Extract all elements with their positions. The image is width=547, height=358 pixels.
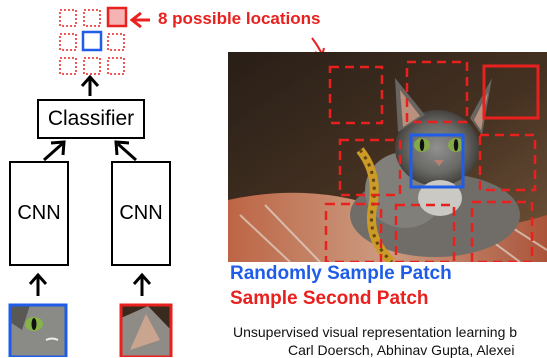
caption-sample-second-patch: Sample Second Patch: [230, 288, 429, 309]
cat-photo: [228, 52, 547, 262]
grid-cell-6: [107, 33, 125, 51]
grid-cell-1: [59, 9, 77, 27]
grid-cell-4: [59, 33, 77, 51]
cnn-box-right: [111, 161, 171, 266]
input-patch-right: [119, 303, 173, 357]
grid-cell-7: [59, 57, 77, 75]
citation-line-1: Unsupervised visual representation learn…: [233, 324, 518, 340]
annotation-label: 8 possible locations: [158, 9, 321, 28]
arrow-right-patch-to-cnn: [132, 272, 152, 296]
grid-cell-9: [107, 57, 125, 75]
arrow-classifier-to-grid: [80, 74, 100, 96]
annotation-arrow: [129, 11, 150, 29]
grid-cell-center: [81, 30, 103, 52]
location-grid: [59, 6, 128, 75]
input-patch-left: [8, 303, 68, 357]
center-patch-outline: [409, 133, 465, 189]
caption-randomly-sample-patch: Randomly Sample Patch: [230, 263, 452, 284]
arrow-right-cnn-to-classifier: [114, 140, 137, 162]
grid-cell-2: [83, 9, 101, 27]
grid-cell-8: [83, 57, 101, 75]
annotation-curved-arrow: [311, 37, 323, 55]
classifier-box: [37, 99, 145, 139]
classifier-label: Classifier: [47, 107, 135, 130]
arrow-left-cnn-to-classifier: [43, 140, 66, 162]
cnn-right-label: CNN: [119, 202, 163, 224]
cnn-box-left: [9, 161, 69, 266]
cnn-left-label: CNN: [17, 202, 61, 224]
arrow-left-patch-to-cnn: [28, 272, 48, 296]
selected-patch-outline: [482, 64, 540, 120]
grid-cell-selected: [106, 6, 128, 28]
candidate-patches: [324, 60, 537, 262]
citation-line-2: Carl Doersch, Abhinav Gupta, Alexei: [288, 342, 515, 358]
